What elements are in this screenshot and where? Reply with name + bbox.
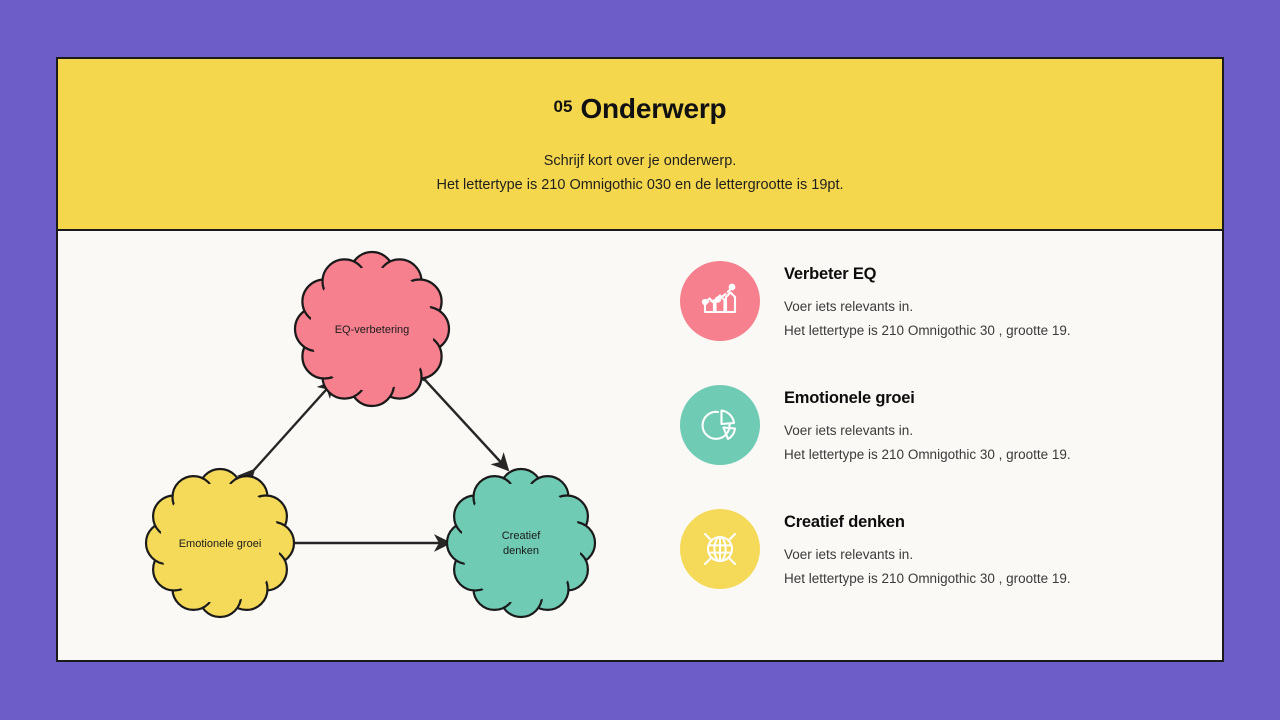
list-item-title: Verbeter EQ [784, 265, 877, 283]
list-item[interactable]: Verbeter EQ Voer iets relevants in. Het … [680, 261, 1182, 343]
triangle-diagram [144, 250, 597, 619]
list-item-text: Emotionele groei Voer iets relevants in.… [784, 385, 1071, 467]
list-item-text: Creatief denken Voer iets relevants in. … [784, 509, 1071, 591]
globe-rays-icon [680, 509, 760, 590]
list-item-desc-line-1: Voer iets relevants in. [784, 423, 914, 439]
title-number: 05 [553, 96, 573, 116]
slide-card: 05 Onderwerp Schrijf kort over je onderw… [56, 57, 1224, 662]
connector-left [236, 379, 336, 488]
list-item-desc-line-1: Voer iets relevants in. [784, 547, 914, 563]
header-band: 05 Onderwerp Schrijf kort over je onderw… [58, 59, 1222, 231]
diagram-pane: EQ-verbetering Emotionele groei Creatief… [58, 231, 668, 660]
connector-right [408, 363, 510, 472]
list-item-desc-line-1: Voer iets relevants in. [784, 299, 914, 314]
pie-chart-icon [680, 385, 760, 466]
page-title: 05 Onderwerp [553, 92, 727, 124]
list-item-title: Creatief denken [784, 513, 905, 532]
diagram-node-bottom-left[interactable] [144, 467, 296, 619]
feature-list: Verbeter EQ Voer iets relevants in. Het … [668, 231, 1222, 660]
list-item-title: Emotionele groei [784, 389, 915, 408]
list-item-desc-line-2: Het lettertype is 210 Omnigothic 30 , gr… [784, 571, 1071, 587]
title-text: Onderwerp [580, 92, 727, 124]
body-area: EQ-verbetering Emotionele groei Creatief… [58, 231, 1222, 660]
list-item-desc-line-2: Het lettertype is 210 Omnigothic 30 , gr… [784, 447, 1071, 463]
list-item[interactable]: Emotionele groei Voer iets relevants in.… [680, 385, 1182, 467]
list-item[interactable]: Creatief denken Voer iets relevants in. … [680, 509, 1182, 591]
list-item-text: Verbeter EQ Voer iets relevants in. Het … [784, 261, 1071, 343]
subtitle-line-1: Schrijf kort over je onderwerp. [543, 152, 737, 169]
list-item-desc-line-2: Het lettertype is 210 Omnigothic 30 , gr… [784, 323, 1071, 339]
growth-bars-icon [680, 261, 760, 341]
subtitle-line-2: Het lettertype is 210 Omnigothic 030 en … [436, 177, 844, 193]
diagram-node-top[interactable] [293, 250, 451, 408]
diagram-node-bottom-right[interactable] [445, 467, 597, 619]
